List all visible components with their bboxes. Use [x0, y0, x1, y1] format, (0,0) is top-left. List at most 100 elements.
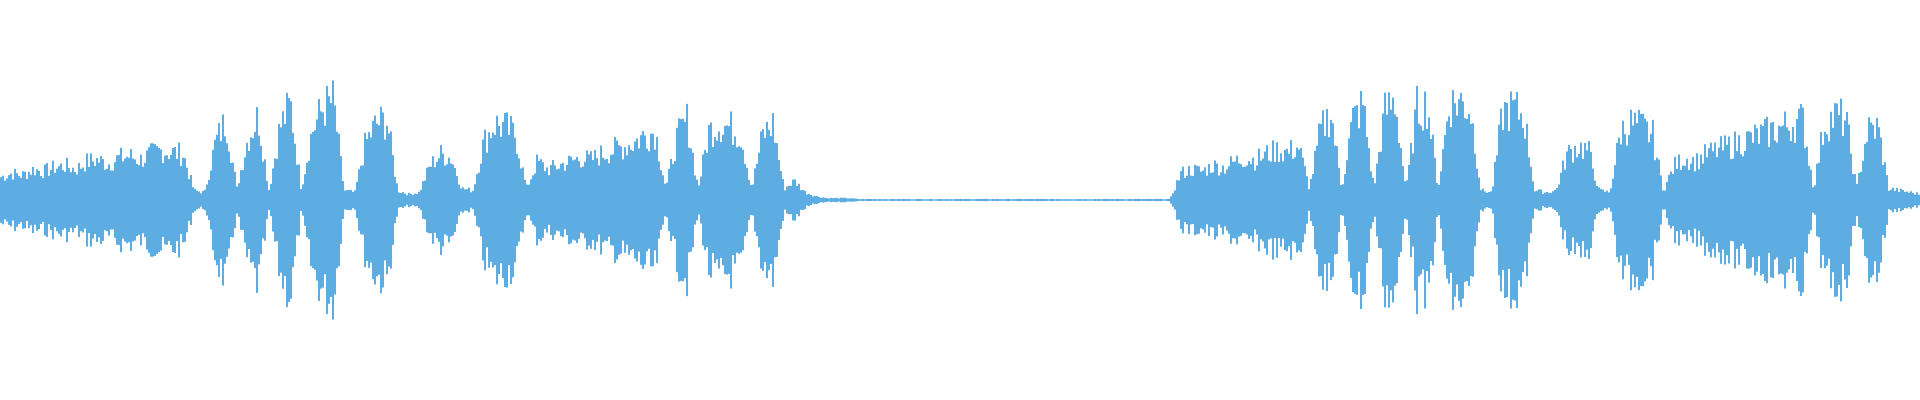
waveform-bar — [694, 175, 696, 225]
waveform-bar — [1696, 153, 1698, 247]
waveform-bar — [606, 158, 608, 242]
waveform-bar — [1344, 174, 1346, 226]
waveform-bar — [780, 171, 782, 229]
waveform-bar — [1206, 175, 1208, 225]
waveform-bar — [1740, 154, 1742, 246]
waveform-bar — [680, 119, 682, 281]
waveform-bar — [414, 193, 416, 207]
waveform-bar — [1708, 148, 1710, 252]
waveform-bar — [1620, 144, 1622, 256]
waveform-bar — [276, 158, 278, 242]
waveform-bar — [876, 199, 878, 201]
waveform-bar — [916, 198, 918, 202]
waveform-bar — [1166, 198, 1168, 202]
waveform-bar — [742, 149, 744, 251]
waveform-bar — [1830, 111, 1832, 289]
waveform-bar — [1668, 174, 1670, 226]
waveform-bar — [486, 152, 488, 248]
waveform-bar — [526, 184, 528, 216]
waveform-bar — [156, 146, 158, 254]
waveform-bar — [502, 122, 504, 278]
waveform-bar — [1146, 198, 1148, 202]
waveform-bar — [50, 169, 52, 231]
waveform-bar — [1246, 165, 1248, 235]
waveform-bar — [300, 189, 302, 211]
waveform-bar — [1044, 198, 1046, 202]
waveform-bar — [586, 150, 588, 250]
waveform-bar — [1746, 131, 1748, 269]
waveform-bar — [1194, 164, 1196, 236]
waveform-bar — [1566, 151, 1568, 249]
waveform-bar — [1610, 188, 1612, 212]
waveform-bar — [6, 178, 8, 222]
waveform-bar — [1460, 92, 1462, 308]
waveform-bar — [1532, 181, 1534, 219]
waveform-bar — [1326, 109, 1328, 291]
waveform-bar — [1664, 190, 1666, 210]
waveform-bar — [1656, 157, 1658, 243]
waveform-bar — [1036, 198, 1038, 202]
waveform-bar — [374, 115, 376, 285]
waveform-bar — [704, 150, 706, 250]
waveform-bar — [676, 127, 678, 273]
waveform-bar — [302, 184, 304, 216]
waveform-bar — [612, 154, 614, 246]
waveform-bar — [2, 175, 4, 225]
waveform-bar — [618, 145, 620, 255]
waveform-bar — [868, 199, 870, 201]
waveform-bar — [604, 159, 606, 241]
waveform-bar — [62, 170, 64, 230]
waveform-bar — [1434, 157, 1436, 243]
waveform-bar — [830, 197, 832, 203]
waveform-bar — [1788, 130, 1790, 270]
waveform-bar — [1256, 165, 1258, 235]
waveform-bar — [520, 168, 522, 232]
waveform-bar — [450, 163, 452, 237]
waveform-bar — [392, 155, 394, 245]
waveform-bar — [1560, 172, 1562, 228]
waveform-bar — [616, 140, 618, 260]
waveform-bar — [866, 198, 868, 202]
waveform-bar — [812, 196, 814, 204]
waveform-bar — [1738, 135, 1740, 265]
waveform-bar — [1296, 147, 1298, 253]
waveform-bar — [1722, 150, 1724, 250]
waveform-bar — [1004, 199, 1006, 201]
waveform-bar — [1324, 136, 1326, 264]
waveform-bar — [1358, 128, 1360, 272]
waveform-bar — [394, 176, 396, 224]
waveform-bar — [1062, 199, 1064, 201]
waveform-bar — [306, 162, 308, 238]
waveform-bar — [472, 190, 474, 210]
waveform-bar — [1618, 137, 1620, 263]
waveform-bar — [534, 173, 536, 227]
waveform-bar — [1806, 146, 1808, 254]
waveform-bar — [1108, 199, 1110, 201]
waveform-bar — [1822, 145, 1824, 255]
waveform-bar — [1716, 157, 1718, 243]
waveform-bar — [1244, 166, 1246, 234]
waveform-bar — [1500, 108, 1502, 292]
waveform-bar — [1902, 189, 1904, 211]
waveform-bar — [1232, 161, 1234, 239]
waveform-bar — [112, 170, 114, 230]
waveform-bar — [622, 159, 624, 241]
waveform-bar — [632, 150, 634, 250]
waveform-bar — [78, 162, 80, 238]
waveform-bar — [398, 192, 400, 208]
waveform-bar — [1514, 99, 1516, 301]
waveform-bar — [598, 165, 600, 235]
waveform-bar — [1222, 165, 1224, 235]
waveform-bar — [950, 199, 952, 201]
waveform-bar — [1516, 91, 1518, 309]
waveform-bar — [26, 178, 28, 222]
waveform-bar — [66, 157, 68, 243]
waveform-bar — [740, 147, 742, 253]
waveform-bar — [570, 156, 572, 244]
waveform-bar — [1870, 122, 1872, 278]
waveform-bar — [1678, 154, 1680, 246]
waveform-bar — [138, 165, 140, 235]
waveform-bar — [846, 198, 848, 202]
waveform-bar — [1550, 193, 1552, 207]
waveform-bar — [1192, 175, 1194, 225]
